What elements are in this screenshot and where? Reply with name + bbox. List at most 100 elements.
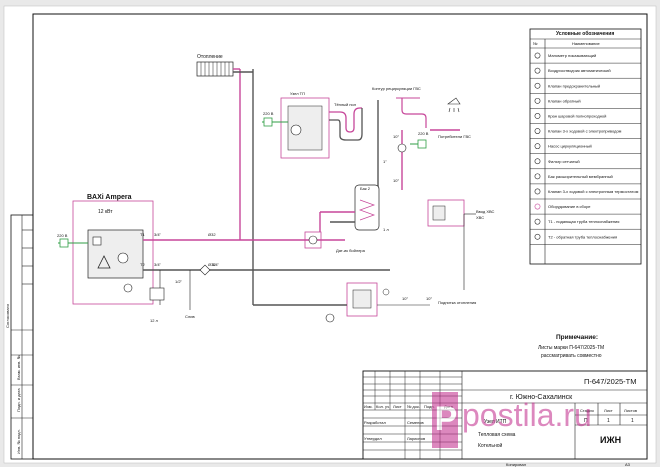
pipe-d32-top: Ø32 bbox=[208, 232, 216, 237]
strainer-icon bbox=[534, 158, 541, 165]
note-title: Примечание: bbox=[556, 334, 598, 341]
return-line-icon bbox=[534, 233, 541, 240]
side-stamp: Согласовано Взам. инв. № Подп. и дата Ин… bbox=[5, 214, 34, 460]
legend-item-label: Клапан 3-х ходовой с электроприводом bbox=[548, 129, 622, 134]
legend-item-label: Манометр показывающий bbox=[548, 53, 596, 58]
pipe-34-a: 3/4" bbox=[154, 232, 162, 237]
drain-label: Слив bbox=[185, 314, 195, 319]
tb-city: г. Южно-Сахалинск bbox=[510, 394, 573, 401]
consumers-label: Потребители ГВС bbox=[438, 134, 471, 139]
three-way-thermo-valve-icon bbox=[534, 188, 541, 195]
pressure-gauge-icon bbox=[325, 313, 335, 323]
label-1a: 1" bbox=[383, 159, 387, 164]
note-block: Примечание: Листы марки П-647/2025-ТМ ра… bbox=[538, 334, 604, 359]
voltage-boiler: 220 В bbox=[57, 233, 68, 238]
stamp-agreed: Согласовано bbox=[5, 303, 10, 328]
tb-sheet: 1 bbox=[607, 418, 610, 424]
tb-row-utverd-name: Ларионов bbox=[407, 436, 425, 441]
tb-copied: Копировал bbox=[506, 462, 527, 467]
tb-stage: П bbox=[584, 418, 588, 424]
pressure-gauge-icon bbox=[534, 52, 541, 59]
stamp-inv-orig: Инв. № подл. bbox=[16, 429, 21, 454]
legend-item-label: Клапан обратный bbox=[548, 98, 581, 103]
pipe-34-c: 3/4" bbox=[212, 262, 220, 267]
boiler-vol: 1 л bbox=[383, 227, 389, 232]
tank-label: Бак 2 bbox=[360, 186, 371, 191]
legend-col-name: Наименование bbox=[572, 41, 601, 46]
tb-sheets-h: Листов bbox=[624, 408, 637, 413]
watermark: P postila.ru bbox=[432, 392, 592, 448]
assembly-box-icon bbox=[534, 203, 541, 210]
legend-item-label: Т1 - подающая труба теплоснабжения bbox=[548, 219, 619, 224]
circulation-pump-icon bbox=[290, 124, 302, 136]
tank-fill-label: Ввод ХВС bbox=[476, 209, 495, 214]
legend-item-label: Кран шаровой полнопроходной bbox=[548, 113, 606, 118]
legend-item-label: Насос циркуляционный bbox=[548, 144, 592, 149]
pipe-34-b: 3/4" bbox=[154, 262, 162, 267]
expansion-tank-icon bbox=[123, 283, 133, 293]
node-label: Узел ТП bbox=[290, 91, 305, 96]
tb-sheets: 1 bbox=[631, 418, 634, 424]
legend-item-label: Фильтр сетчатый bbox=[548, 159, 580, 164]
note-line1: Листы марки П-647/2025-ТМ bbox=[538, 345, 604, 351]
radiator-icon bbox=[196, 61, 234, 77]
tb-subject3: Котельной bbox=[478, 442, 502, 449]
legend-item-label: Оборудование в сборе bbox=[548, 204, 591, 209]
underfloor-coil bbox=[329, 107, 362, 133]
strainer-icon bbox=[199, 264, 211, 276]
tb-subject2: Тепловая схема bbox=[478, 432, 516, 438]
legend-item-label: Клапан 3-х ходовой с электронным термост… bbox=[548, 189, 639, 194]
tb-row-razrab-name: Семенов bbox=[407, 420, 424, 425]
heating-label: Отопление bbox=[197, 54, 223, 60]
tb-format: А3 bbox=[625, 462, 631, 467]
voltage-220b: 220 В bbox=[418, 131, 429, 136]
pipe-d32-bot: Ø32 bbox=[208, 262, 216, 267]
check-valve-icon bbox=[534, 97, 541, 104]
title-block: П-647/2025-ТМ г. Южно-Сахалинск Изм. Кол… bbox=[362, 370, 648, 467]
t1-label: T1 bbox=[140, 232, 145, 237]
tb-col-list: Лист bbox=[393, 404, 402, 409]
air-vent-icon bbox=[534, 67, 541, 74]
ball-valve-icon bbox=[534, 113, 541, 119]
supply-line-icon bbox=[534, 218, 541, 225]
tb-code: П-647/2025-ТМ bbox=[584, 377, 637, 386]
legend-item-label: Т2 - обратная труба теплоснабжения bbox=[548, 234, 617, 239]
legend-item-label: Воздухоотводчик автоматический bbox=[548, 68, 611, 73]
boiler-title: BAXi Ampera bbox=[87, 194, 132, 201]
boiler-assembly-box bbox=[72, 200, 154, 305]
label-10c: 10° bbox=[402, 296, 408, 301]
tb-col-podp: Подп. bbox=[424, 404, 435, 409]
three-way-motor-valve-icon bbox=[534, 128, 541, 134]
expansion-tank-icon bbox=[534, 173, 541, 180]
shower-icon bbox=[447, 97, 461, 113]
tb-row-utverd: Утвердил bbox=[364, 436, 382, 441]
t2-label: T2 bbox=[140, 262, 145, 267]
stamp-inv-sub: Взам. инв. № bbox=[16, 355, 21, 380]
tb-col-ndok: № док. bbox=[407, 404, 420, 409]
label-10a: 10° bbox=[393, 134, 399, 139]
three-way-valve-box bbox=[304, 231, 322, 249]
n-12: 12 л bbox=[150, 318, 159, 323]
towel-rail-label: Тёплый пол bbox=[334, 102, 357, 107]
cold-water-unit bbox=[427, 199, 465, 227]
dhw-circuit-label: Контур рециркуляции ГВС bbox=[372, 86, 421, 91]
voltage-220: 220 В bbox=[263, 111, 274, 116]
legend-table: Условные обозначения № Наименование Мано… bbox=[529, 28, 642, 265]
tb-col-kol: Кол. уч. bbox=[376, 404, 390, 409]
heating-schematic: Отопление Узел ТП 220 В Тёплый пол Конту… bbox=[57, 54, 495, 323]
tb-col-izm: Изм. bbox=[364, 404, 373, 409]
boiler-power: 12 кВт bbox=[98, 209, 113, 215]
legend-item-label: Клапан предохранительный bbox=[548, 83, 600, 88]
tb-stage-h: Стадия bbox=[580, 408, 594, 413]
legend-item-label: Бак расширительный мембранный bbox=[548, 174, 613, 179]
label-10b: 10° bbox=[393, 178, 399, 183]
tb-row-razrab: Разработал bbox=[364, 420, 386, 425]
stamp-sign-date: Подп. и дата bbox=[16, 388, 21, 412]
tb-sheet-h: Лист bbox=[604, 408, 613, 413]
boiler-sensor-label: Дат-ик бойлера bbox=[336, 248, 366, 253]
label-10d: 10° bbox=[426, 296, 432, 301]
note-line2: рассматривать совместно bbox=[541, 353, 602, 359]
node-tp-box bbox=[280, 97, 330, 159]
circulation-pump-icon bbox=[534, 143, 541, 150]
